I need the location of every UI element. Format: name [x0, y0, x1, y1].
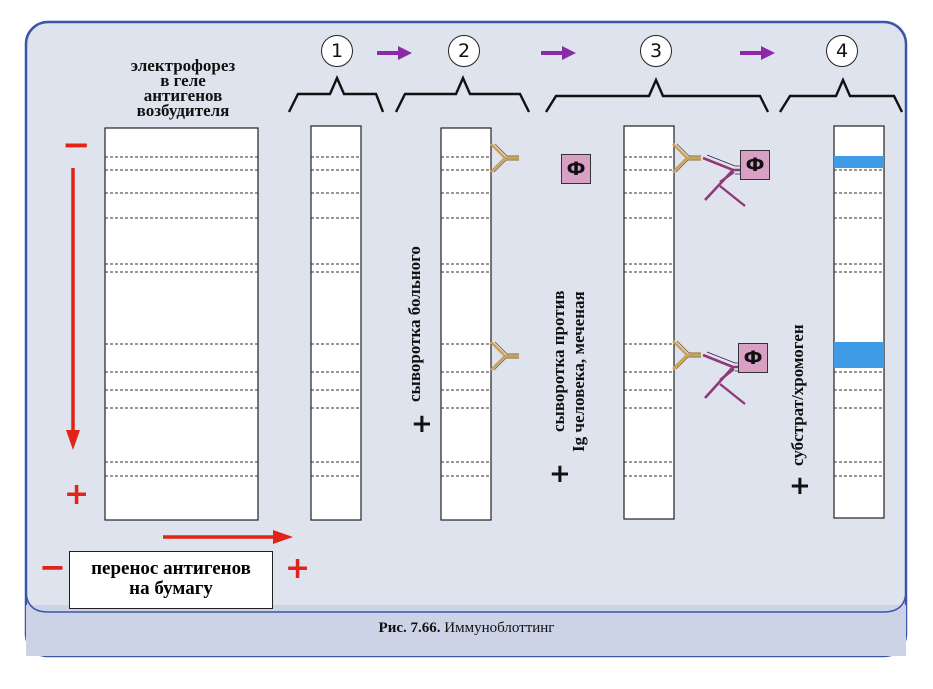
figure-caption: Рис. 7.66. Иммуноблоттинг: [0, 620, 933, 637]
transfer-minus-sign: −: [39, 548, 66, 586]
gel-minus-sign: −: [62, 125, 91, 165]
primary-antibody-strip2-upper-outer: [490, 143, 519, 173]
gel-bands: [105, 156, 258, 477]
strip-2: [440, 127, 492, 521]
secondary-antibody-lower-arm: [719, 368, 746, 405]
strip-1-bands: [311, 156, 361, 477]
transfer-label-line-1: перенос антигенов: [91, 558, 251, 579]
transfer-label-line-2: на бумагу: [129, 578, 213, 599]
anti-ig-label-line-1: сыворотка против: [549, 290, 568, 432]
enzyme-tag-free: Ф: [561, 154, 591, 184]
step-number-2: 2: [448, 35, 480, 67]
red-arrow-horizontal-head: [273, 530, 293, 544]
strip-4-bands: [834, 156, 884, 477]
brace-step-1: [287, 75, 385, 113]
anti-ig-plus: +: [549, 459, 571, 489]
transfer-plus-sign: +: [285, 551, 311, 586]
caption-title: Иммуноблоттинг: [444, 620, 555, 636]
primary-antibody-strip2-lower-inner: [493, 341, 519, 371]
strip-4: [833, 125, 885, 519]
step-arrow-3-4: [740, 46, 775, 60]
gel-label-line-3: антигенов: [143, 86, 223, 105]
secondary-antibody-upper-arm: [719, 171, 746, 207]
enzyme-tag-upper: Ф: [740, 150, 770, 180]
enzyme-tag-lower: Ф: [738, 343, 768, 373]
strip4-colored-band-upper: [834, 156, 884, 168]
substrate-plus: +: [789, 471, 811, 501]
primary-antibody-strip3-lower-outer: [672, 340, 701, 370]
substrate-label: субстрат/хромоген: [788, 324, 807, 466]
gel-label: электрофорез в геле антигенов возбудител…: [88, 56, 278, 120]
step-number-4: 4: [826, 35, 858, 67]
step-number-1: 1: [321, 35, 353, 67]
primary-antibody-strip2-lower-outer: [490, 341, 519, 371]
brace-step-4: [778, 77, 904, 113]
step-number-3: 3: [640, 35, 672, 67]
strip-3: [623, 125, 675, 520]
strip4-colored-band-lower: [834, 342, 884, 368]
step-arrow-1-2: [377, 46, 412, 60]
strip-3-bands: [624, 156, 674, 477]
patient-serum-plus: +: [411, 409, 433, 439]
primary-antibody-strip3-upper-inner: [675, 143, 701, 173]
brace-step-2: [394, 75, 531, 113]
anti-ig-label-line-2: Ig человека, меченая: [569, 291, 588, 452]
gel-label-line-2: в геле: [160, 71, 206, 90]
primary-antibody-strip3-upper-outer: [672, 143, 701, 173]
primary-antibody-strip3-lower-inner: [675, 340, 701, 370]
antibodies: [490, 143, 768, 405]
caption-strip: [26, 605, 906, 656]
patient-serum-label: сыворотка больного: [405, 246, 424, 402]
caption-figure-number: Рис. 7.66.: [378, 620, 441, 636]
gel-plus-sign: +: [64, 477, 90, 512]
strip-1: [310, 125, 362, 521]
gel-label-line-1: электрофорез: [130, 56, 236, 75]
gel-label-line-4: возбудителя: [136, 101, 230, 120]
panel-inner-curve: [25, 589, 907, 613]
brace-step-3: [544, 77, 770, 113]
primary-antibody-strip2-upper-inner: [493, 143, 519, 173]
transfer-label-box: перенос антигенов на бумагу: [69, 551, 273, 609]
red-arrow-vertical-head: [66, 430, 80, 450]
step-arrow-2-3: [541, 46, 576, 60]
gel-slab: [104, 127, 259, 521]
strip-2-bands: [441, 156, 491, 477]
